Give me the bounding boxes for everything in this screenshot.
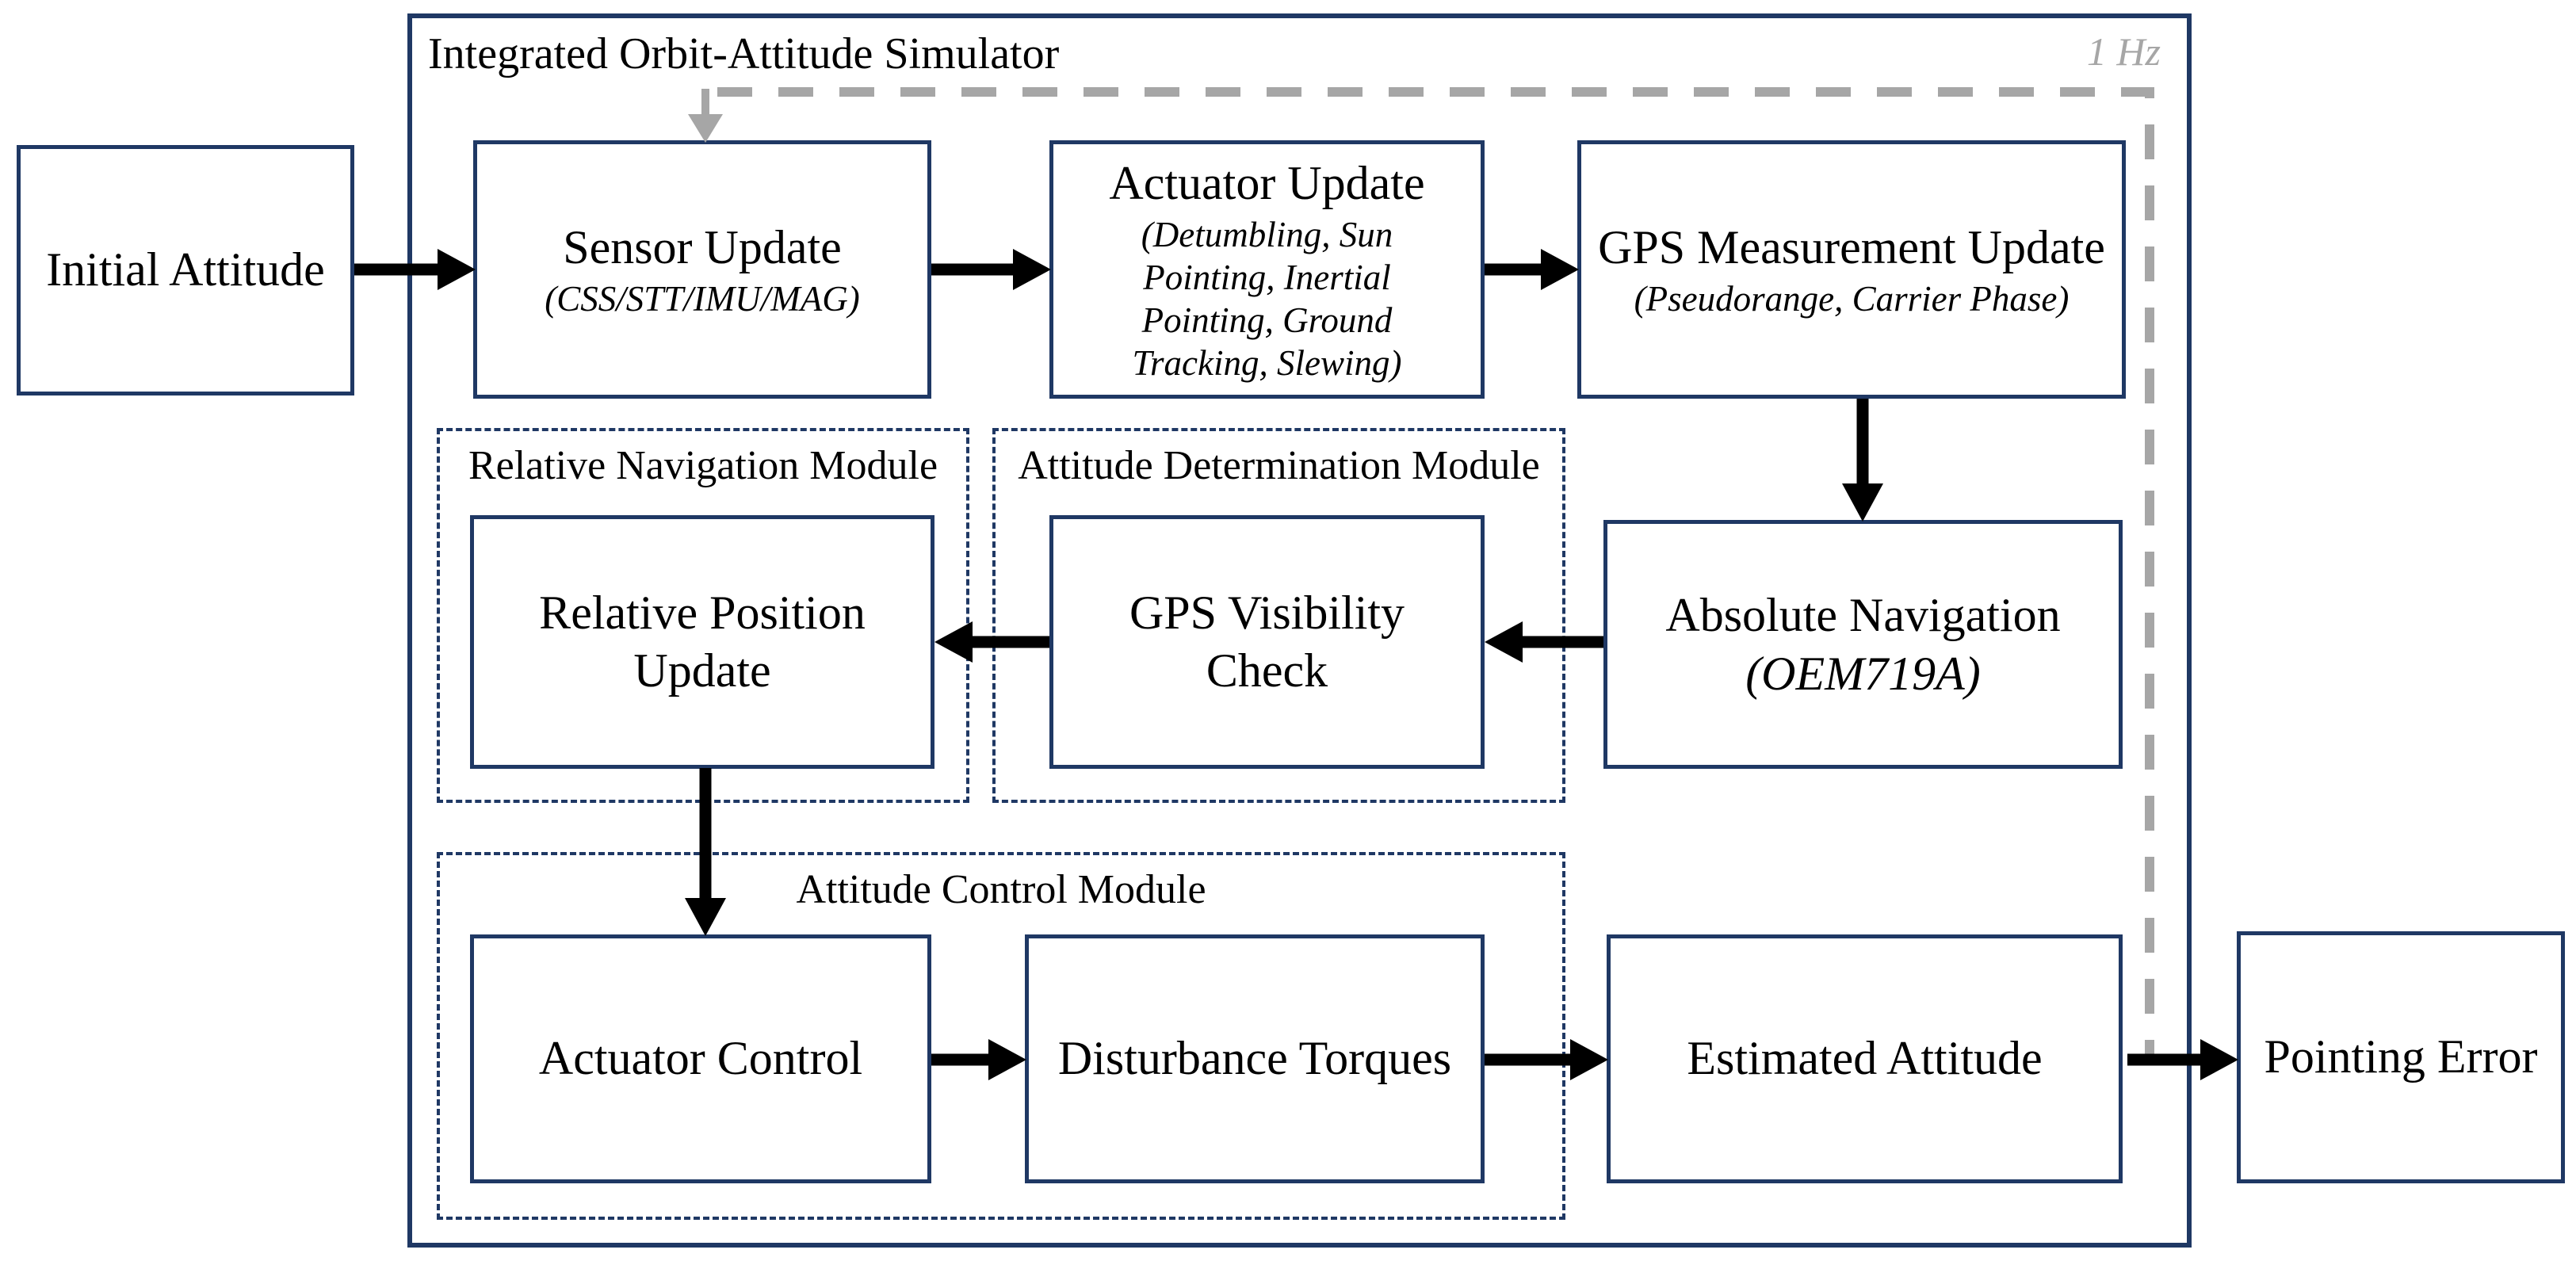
node-sensor-update-label: Sensor Update bbox=[563, 221, 842, 274]
node-absolute-navigation-label: Absolute Navigation bbox=[1665, 589, 2061, 642]
node-actuator-update-sublabel: (Detumbling, Sun Pointing, Inertial Poin… bbox=[1132, 214, 1402, 383]
node-actuator-control: Actuator Control bbox=[470, 934, 931, 1183]
simulator-frame bbox=[407, 13, 2192, 1248]
node-disturbance-torques: Disturbance Torques bbox=[1025, 934, 1485, 1183]
node-gps-measurement-update-label: GPS Measurement Update bbox=[1598, 221, 2105, 274]
node-absolute-navigation-sublabel: (OEM719A) bbox=[1745, 647, 1981, 700]
node-actuator-update-label: Actuator Update bbox=[1109, 157, 1425, 210]
frequency-label: 1 Hz bbox=[2086, 29, 2161, 74]
node-gps-visibility-check: GPS Visibility Check bbox=[1049, 515, 1485, 769]
node-actuator-control-label: Actuator Control bbox=[538, 1032, 863, 1085]
relative-navigation-module-label: Relative Navigation Module bbox=[468, 443, 938, 488]
node-gps-measurement-update: GPS Measurement Update (Pseudorange, Car… bbox=[1577, 140, 2126, 399]
node-sensor-update: Sensor Update (CSS/STT/IMU/MAG) bbox=[473, 140, 931, 399]
node-absolute-navigation: Absolute Navigation (OEM719A) bbox=[1603, 520, 2123, 769]
node-pointing-error: Pointing Error bbox=[2237, 931, 2565, 1183]
node-pointing-error-label: Pointing Error bbox=[2264, 1030, 2538, 1083]
node-relative-position-update-label: Relative Position Update bbox=[539, 586, 866, 697]
node-actuator-update: Actuator Update (Detumbling, Sun Pointin… bbox=[1049, 140, 1485, 399]
node-gps-visibility-check-label: GPS Visibility Check bbox=[1129, 586, 1405, 697]
node-disturbance-torques-label: Disturbance Torques bbox=[1057, 1032, 1452, 1085]
node-relative-position-update: Relative Position Update bbox=[470, 515, 934, 769]
node-estimated-attitude-label: Estimated Attitude bbox=[1687, 1032, 2043, 1085]
node-gps-measurement-update-sublabel: (Pseudorange, Carrier Phase) bbox=[1634, 278, 2070, 319]
attitude-determination-module-label: Attitude Determination Module bbox=[1018, 443, 1540, 488]
node-initial-attitude: Initial Attitude bbox=[17, 145, 354, 395]
node-estimated-attitude: Estimated Attitude bbox=[1607, 934, 2123, 1183]
attitude-control-module-label: Attitude Control Module bbox=[796, 867, 1206, 912]
node-initial-attitude-label: Initial Attitude bbox=[46, 243, 325, 296]
diagram-title: Integrated Orbit-Attitude Simulator bbox=[428, 29, 1060, 78]
node-sensor-update-sublabel: (CSS/STT/IMU/MAG) bbox=[545, 278, 860, 319]
